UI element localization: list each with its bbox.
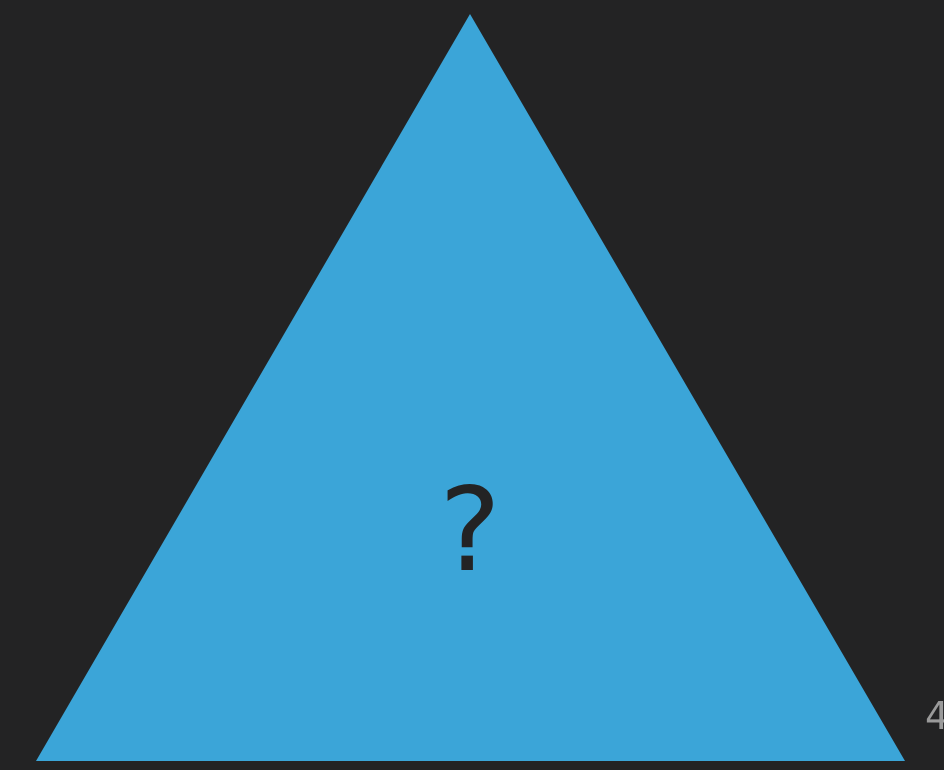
triangle-shape	[36, 14, 905, 761]
corner-number-label: 4	[925, 694, 944, 738]
triangle-center-label: ?	[439, 463, 501, 598]
